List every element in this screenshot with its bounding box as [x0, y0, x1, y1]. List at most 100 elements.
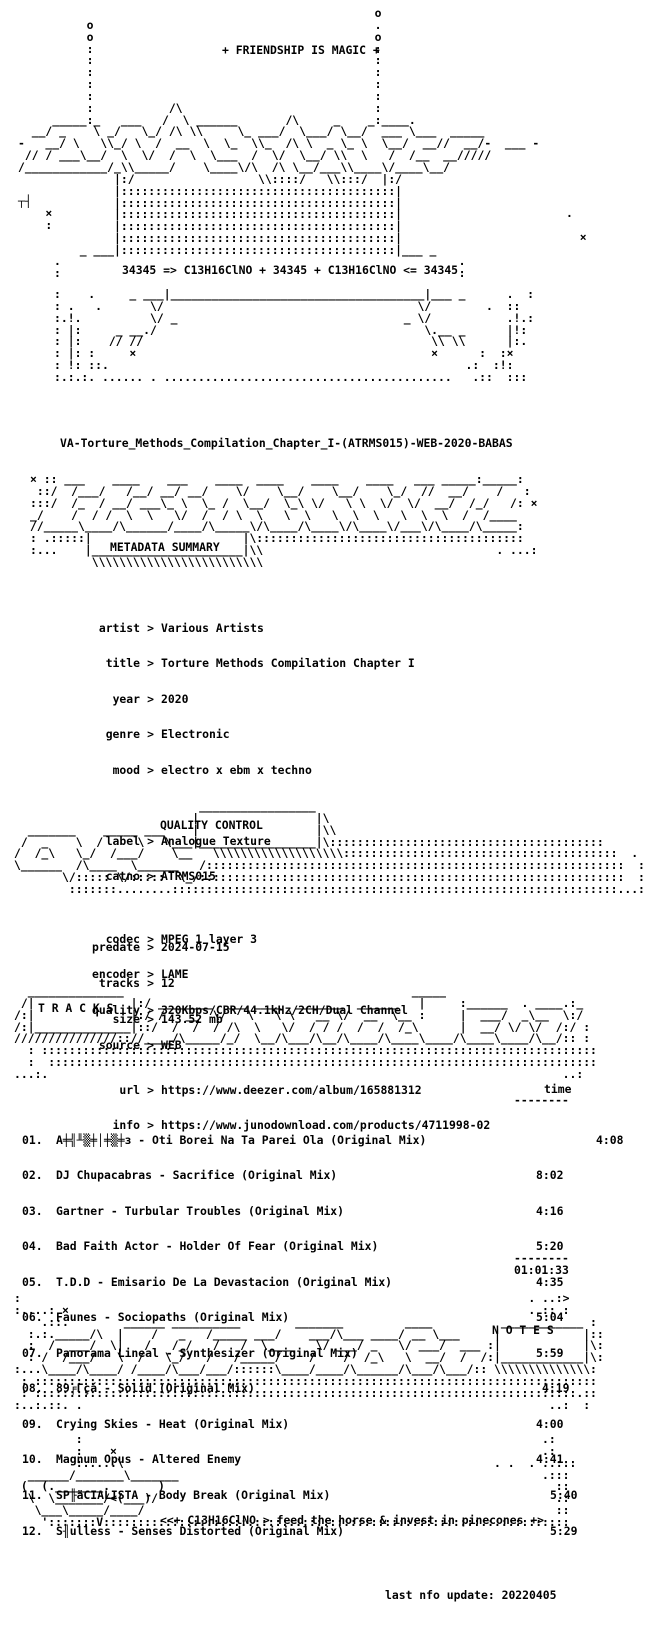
- metadata-list: artist>Various Artists title>Torture Met…: [26, 599, 490, 1144]
- quality-row-quality: quality >320Kbps/CBR/44.1kHz/2CH/Dual Cha…: [26, 1002, 408, 1017]
- meta-value: 12: [161, 976, 175, 990]
- meta-row-url: url > https://www.deezer.com/album/1658813…: [26, 1082, 490, 1097]
- quality-row-source: source > WEB: [26, 1038, 408, 1053]
- meta-value: 2024-07-15: [161, 940, 230, 955]
- meta-sep: >: [147, 976, 154, 990]
- meta-row-artist: artist>Various Artists: [26, 620, 490, 635]
- track-time: 5:20: [536, 1239, 564, 1254]
- meta-sep: >: [147, 833, 154, 848]
- track-time: 5:04: [536, 1310, 564, 1325]
- footer-horse-art: : .: : × .: :.....\: [20, 1432, 577, 1529]
- meta-sep: >: [147, 727, 154, 742]
- footer-tagline: <<+ C13H16ClNO > feed the horse & invest…: [160, 1513, 545, 1527]
- meta-row-mood: mood>electro x ebm x techno: [26, 762, 490, 777]
- tracks-time-rule-top: --------: [514, 1093, 569, 1107]
- track-number: 11.: [22, 1488, 43, 1502]
- formula-line: 34345 => C13H16ClNO + 34345 + C13H16ClNO…: [122, 263, 459, 277]
- track-number: 02.: [22, 1168, 43, 1183]
- meta-key: label: [105, 833, 140, 848]
- track-title: DJ Chupacabras - Sacrifice (Original Mix…: [56, 1168, 338, 1183]
- track-number: 08.: [22, 1381, 43, 1396]
- quality-value: 320Kbps/CBR/44.1kHz/2CH/Dual Channel: [161, 1002, 408, 1017]
- track-number: 04.: [22, 1239, 43, 1254]
- track-number: 09.: [22, 1416, 43, 1431]
- meta-key: genre: [105, 727, 140, 742]
- quality-section-title: QUALITY CONTROL: [160, 818, 263, 832]
- list-item: 12.S╢ulless - Senses Distorted (Original…: [22, 1523, 642, 1538]
- meta-sep: >: [147, 1118, 154, 1133]
- tracks-section-title: T R A C K S: [38, 1001, 114, 1015]
- formula-frame-art: . . : :: [54, 254, 466, 280]
- notes-section-title: N O T E S: [492, 1323, 554, 1337]
- meta-key: url: [119, 1082, 140, 1097]
- track-title: S╢ulless - Senses Distorted (Original Mi…: [56, 1523, 345, 1538]
- quality-key: encoder: [91, 967, 140, 982]
- release-name: VA-Torture_Methods_Compilation_Chapter_I…: [60, 436, 513, 450]
- meta-row-info: info>https://www.junodownload.com/produc…: [26, 1118, 491, 1133]
- track-time: 8:02: [536, 1168, 564, 1183]
- quality-key: codec: [105, 931, 140, 946]
- meta-key: year: [112, 691, 140, 706]
- track-number: 01.: [22, 1132, 43, 1147]
- meta-row-title: title > Torture Methods Compilation Chapte…: [26, 656, 490, 671]
- list-item: 11. SP╟äCIALISTA - Body Break (Original M…: [22, 1488, 642, 1502]
- meta-value: Torture Methods Compilation Chapter I: [161, 656, 415, 671]
- meta-key: title: [105, 656, 140, 671]
- quality-sep: >: [147, 1002, 154, 1017]
- meta-sep: >: [147, 656, 154, 671]
- track-time: 5:40: [550, 1488, 578, 1502]
- meta-sep: >: [147, 762, 154, 777]
- quality-key: quality: [91, 1002, 140, 1017]
- track-number: 05.: [22, 1274, 43, 1289]
- meta-row-size: size>143.52 mb: [26, 1011, 490, 1026]
- track-time: 4:00: [536, 1416, 564, 1431]
- track-time: 4:08: [596, 1132, 624, 1147]
- quality-value: WEB: [161, 1038, 182, 1053]
- meta-row-label: label > Analogue Texture: [26, 833, 490, 848]
- meta-value: electro x ebm x techno: [161, 762, 312, 777]
- meta-key: catno: [105, 869, 140, 884]
- track-list: 01.A╪╣╨▒╪│╪▒╪з - Oti Borei Na Ta Parei O…: [22, 1111, 642, 1549]
- quality-sep: >: [147, 931, 154, 946]
- meta-sep: >: [147, 1011, 154, 1026]
- quality-logo-art: _________________ | |\ _______ _____ ___…: [14, 799, 645, 896]
- notes-logo-art: : . ..:> :....: × . :: : .::. ______ ___…: [14, 1291, 604, 1412]
- quality-value: MPEG 1 layer 3: [161, 931, 258, 946]
- meta-sep: >: [147, 1082, 154, 1097]
- track-time: 5:29: [550, 1523, 578, 1538]
- meta-row-predate: predate>2024-07-15: [26, 942, 490, 954]
- track-number: 06.: [22, 1310, 43, 1325]
- meta-info-link[interactable]: https://www.junodownload.com/products/47…: [161, 1118, 491, 1133]
- track-number: 07.: [22, 1345, 43, 1360]
- meta-value: Various Artists: [161, 620, 264, 635]
- track-title: SP╟äCIALISTA - Body Break (Original Mix): [56, 1488, 331, 1502]
- meta-value: Analogue Texture: [161, 833, 271, 848]
- track-time: 4:35: [536, 1274, 564, 1289]
- meta-key: artist: [98, 620, 140, 635]
- quality-key: source: [98, 1038, 140, 1053]
- top-logo-lower-art: : . _ ___|______________________________…: [54, 287, 535, 384]
- meta-row-year: year>2020: [26, 691, 490, 706]
- track-time: 5:59: [536, 1345, 564, 1360]
- list-item: 05.T.D.D - Emisario De La Devastacion (O…: [22, 1274, 642, 1289]
- top-logo-side-right: . ×: [566, 206, 587, 244]
- track-title: 89╒Γçá - Solid (Original Mix): [56, 1381, 255, 1396]
- quality-sep: >: [147, 967, 154, 982]
- quality-value: LAME: [161, 967, 189, 982]
- track-number: 10.: [22, 1452, 43, 1467]
- quality-sep: >: [147, 1038, 154, 1053]
- track-title: Panorama Lineal - Synthesizer (Original …: [56, 1345, 358, 1360]
- list-item: 08.89╒Γçá - Solid (Original Mix)4:19: [22, 1383, 642, 1395]
- metadata-section-title: METADATA SUMMARY: [110, 540, 220, 554]
- list-item: 06. Faunes - Sociopaths (Original Mix) 5:0…: [22, 1310, 642, 1325]
- top-logo-art: o o . o o : : :: [18, 6, 540, 257]
- track-title: Crying Skies - Heat (Original Mix): [56, 1416, 290, 1431]
- meta-key: predate: [91, 940, 140, 955]
- track-title: Faunes - Sociopaths (Original Mix): [56, 1310, 290, 1325]
- top-logo-side-left: ┬┤ × :: [18, 194, 53, 232]
- meta-url-link[interactable]: https://www.deezer.com/album/165881312: [161, 1082, 422, 1097]
- list-item: 01.A╪╣╨▒╪│╪▒╪з - Oti Borei Na Ta Parei O…: [22, 1132, 642, 1147]
- track-time: 4:41: [536, 1452, 564, 1467]
- list-item: 09. Crying Skies - Heat (Original Mix) 4:0…: [22, 1416, 642, 1431]
- meta-value: Electronic: [161, 727, 230, 742]
